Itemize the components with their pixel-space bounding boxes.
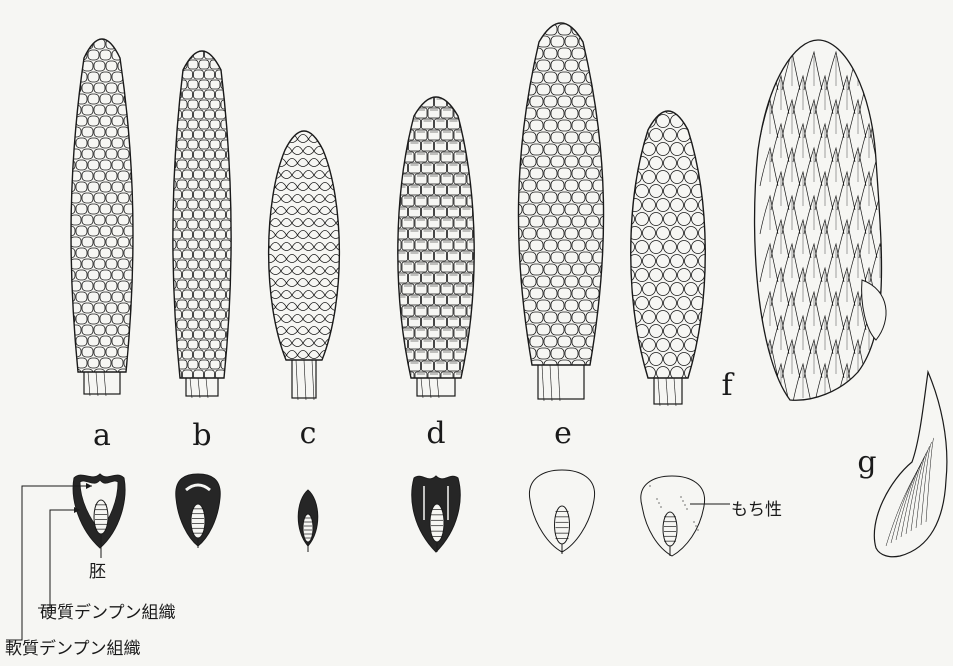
kernel-d [412,476,460,552]
ear-c [248,122,375,400]
pod-kernel-g [874,372,947,557]
pod-kernel-outline [874,372,947,557]
ear-f [608,101,740,407]
kernel-b [176,474,220,548]
ear-label-c: c [300,416,317,451]
kernel-f [641,476,705,556]
ear-e-shank [538,361,584,399]
ear-a [52,28,165,396]
kernel-a [73,474,125,548]
soft-starch-label: 軟質デンプン組織 [5,634,141,659]
ear-pod [755,40,899,402]
ear-label-a: a [93,418,111,453]
ear-label-g: g [857,445,876,480]
kernel-e [529,470,594,554]
ear-label-d: d [426,416,445,451]
waxy-label: もち性 [731,495,782,520]
ear-drawings [52,12,947,557]
hard-starch-leader [38,510,80,608]
hard-starch-label: 硬質デンプン組織 [40,598,176,623]
ear-pod-outline [755,40,882,400]
ear-b [155,40,259,398]
ear-label-b: b [192,418,211,453]
ear-d [376,86,512,398]
ear-label-f: f [721,368,732,403]
kernel-cross-sections [73,470,704,556]
ear-label-e: e [554,416,572,451]
embryo-label: 胚 [89,557,106,582]
ear-e [495,12,641,401]
kernel-c [298,490,318,552]
